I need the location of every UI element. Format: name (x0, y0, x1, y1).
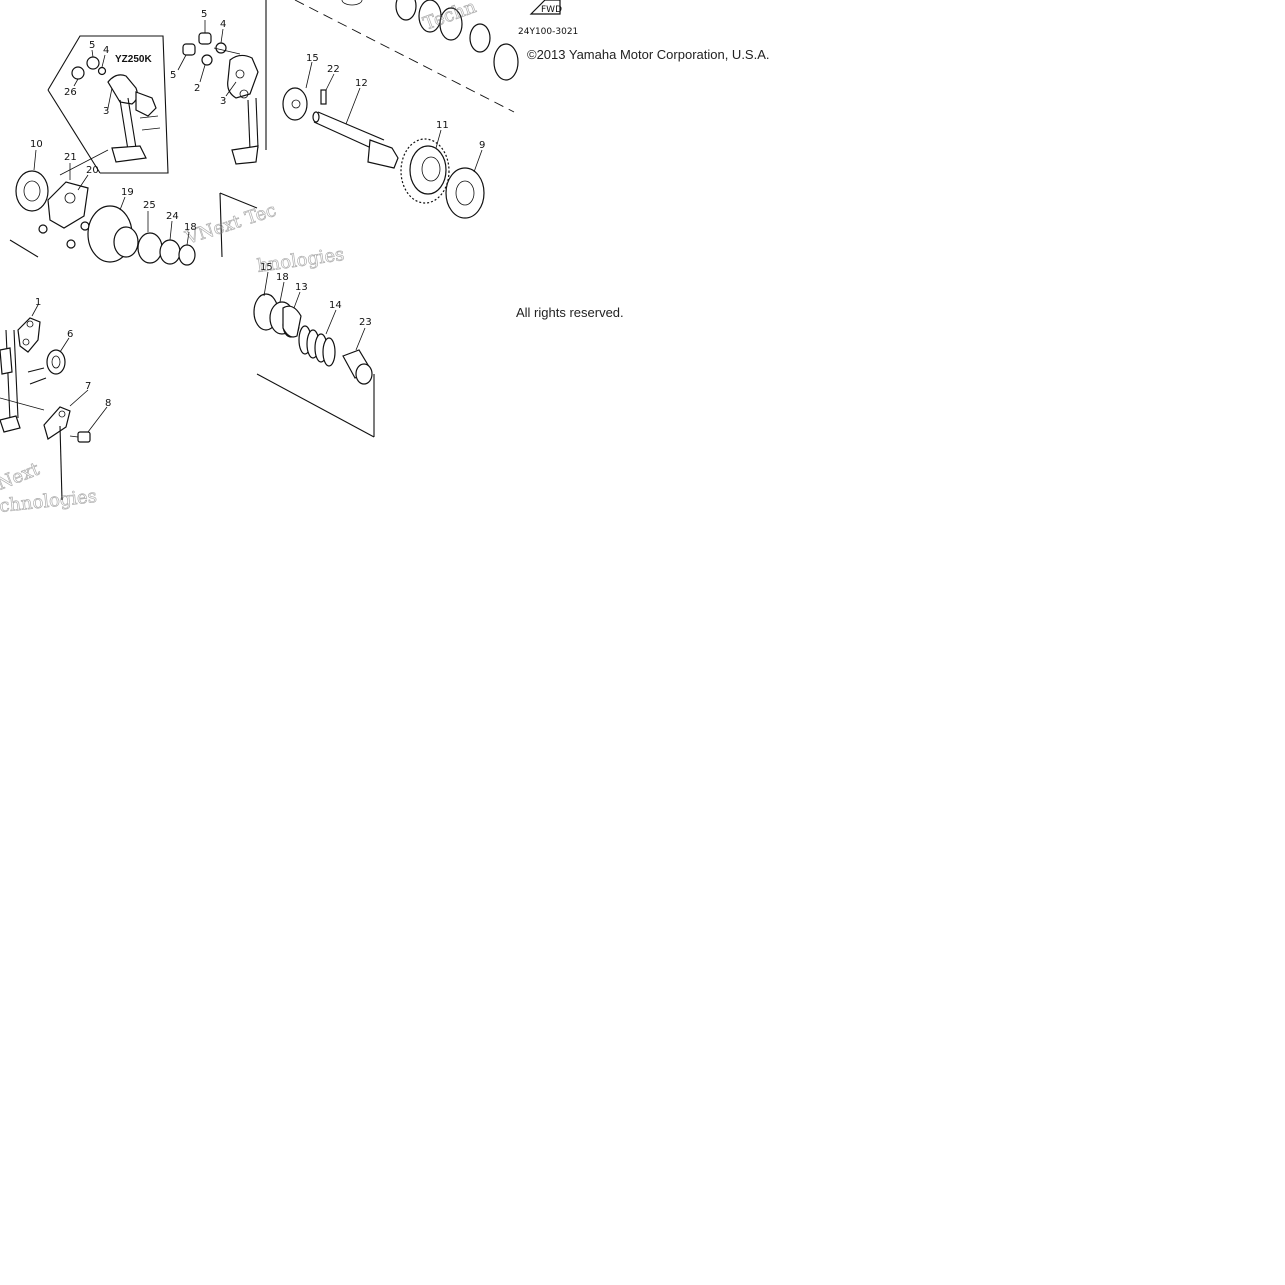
bearing-10 (15, 170, 49, 212)
tile-bottom-left: 1 6 7 8 Next chnologies (0, 297, 111, 517)
shift-lever-assembly (182, 32, 259, 165)
washer-25 (137, 232, 163, 264)
callout-19: 19 (121, 187, 134, 198)
callout-11: 11 (436, 120, 449, 131)
callout-23: 23 (359, 317, 372, 328)
callout-26: 26 (64, 87, 77, 98)
washer-15 (282, 87, 308, 121)
drawing-code: 24Y100-3021 (518, 27, 578, 37)
axis-dashed-line (294, 0, 515, 113)
stopper-lever-7 (43, 406, 71, 501)
callout-15-top: 15 (306, 53, 319, 64)
callout-4-top: 4 (220, 19, 226, 30)
pin-22 (320, 89, 327, 105)
rights-notice: All rights reserved. (516, 305, 624, 320)
callout-7: 7 (85, 381, 91, 392)
tile-top-middle: 15 22 12 11 9 FWD 24Y100-3021 Techn (265, 0, 578, 219)
bearing-9 (445, 167, 485, 219)
tile-bottom-middle: 15 18 13 14 23 hnologies (253, 244, 375, 438)
callout-2: 2 (194, 83, 200, 94)
callout-22: 22 (327, 64, 340, 75)
copyright-notice: ©2013 Yamaha Motor Corporation, U.S.A. (527, 47, 770, 62)
top-washer-stack (341, 0, 519, 81)
callout-1: 1 (35, 297, 41, 308)
shift-shaft (27, 349, 66, 385)
callout-3-inset: 3 (103, 106, 109, 117)
watermark-hnologies: hnologies (256, 244, 346, 277)
callout-18-left: 18 (184, 222, 197, 233)
callout-18-lower: 18 (276, 272, 289, 283)
callout-9: 9 (479, 140, 485, 151)
yz250k-inset-box (47, 35, 169, 174)
collar-23 (342, 349, 373, 385)
callout-6: 6 (67, 329, 73, 340)
bolt-8 (69, 431, 91, 443)
watermark-vnext: VNext Tec (182, 200, 279, 249)
watermark-next: Next (0, 458, 43, 494)
gear-19 (87, 205, 139, 263)
callout-20: 20 (86, 165, 99, 176)
callout-14: 14 (329, 300, 342, 311)
washer-24 (159, 239, 181, 265)
inset-shift-lever (71, 56, 161, 163)
callout-12: 12 (355, 78, 368, 89)
tile-top-left: YZ250K (9, 9, 279, 266)
fwd-label: FWD (541, 5, 562, 15)
shaft-12 (312, 111, 399, 169)
callout-10: 10 (30, 139, 43, 150)
callout-15-lower: 15 (260, 262, 273, 273)
segment-20 (38, 181, 90, 249)
cap-13 (282, 305, 302, 338)
shift-arm-1 (0, 317, 41, 433)
callout-3-side: 3 (220, 96, 226, 107)
callout-5-side: 5 (170, 70, 176, 81)
callout-5-inset: 5 (89, 40, 95, 51)
callout-4-inset: 4 (103, 45, 109, 56)
washer-18 (178, 244, 196, 266)
callout-24: 24 (166, 211, 179, 222)
callout-5-top: 5 (201, 9, 207, 20)
callout-13: 13 (295, 282, 308, 293)
yz250k-label: YZ250K (115, 54, 152, 65)
gear-11 (400, 138, 450, 204)
callout-8: 8 (105, 398, 111, 409)
watermark-chnologies: chnologies (0, 486, 98, 517)
spring-14 (298, 325, 336, 367)
callout-25: 25 (143, 200, 156, 211)
callout-21: 21 (64, 152, 77, 163)
fwd-arrow-icon: FWD (529, 0, 562, 15)
